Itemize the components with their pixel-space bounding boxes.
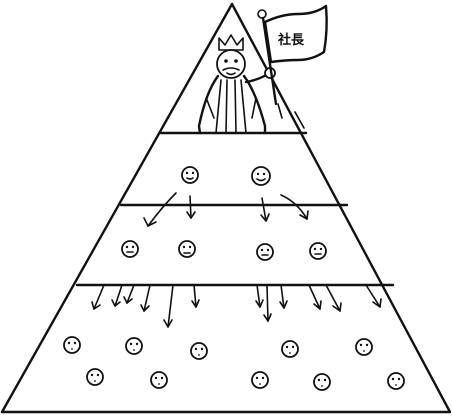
arrows-tier3 <box>92 285 381 327</box>
chief-face-2 <box>179 241 195 257</box>
staff-face <box>282 341 298 357</box>
chief-face-3 <box>257 244 273 260</box>
staff-face <box>151 372 167 388</box>
manager-face-1 <box>182 167 198 183</box>
staff-face <box>126 338 142 354</box>
staff-face <box>388 373 404 389</box>
staff-face <box>87 369 103 385</box>
staff-face <box>356 339 372 355</box>
chief-face-4 <box>310 243 326 259</box>
chief-face-1 <box>122 241 138 257</box>
manager-face-2 <box>252 167 270 185</box>
flag-label: 社長 <box>277 32 305 48</box>
staff-face <box>314 374 330 390</box>
staff-face <box>64 337 80 353</box>
president-figure <box>199 35 275 133</box>
staff-face <box>252 372 268 388</box>
flag: 社長 <box>258 6 327 128</box>
staff-face <box>191 343 207 359</box>
arrows-tier2 <box>144 193 308 226</box>
crown-icon <box>219 35 243 50</box>
staff-faces <box>64 337 404 390</box>
